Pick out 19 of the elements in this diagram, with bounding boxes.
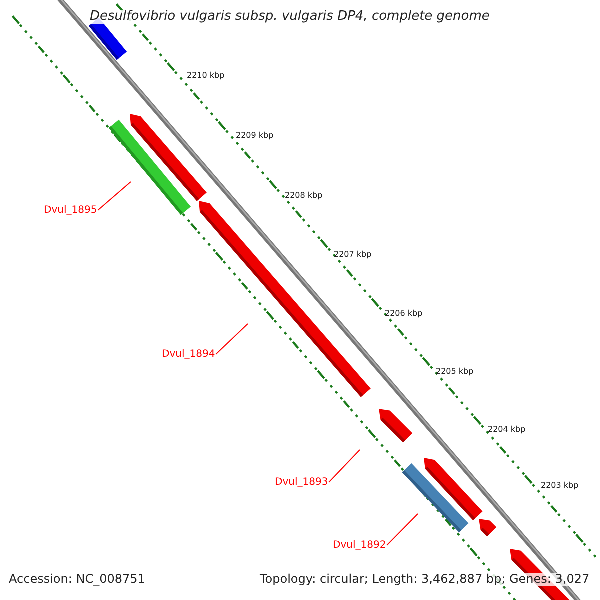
diagram-title: Desulfovibrio vulgaris subsp. vulgaris DP4, complete genome	[90, 10, 490, 24]
scale-label: 2210 kbp	[187, 72, 225, 81]
leader-line	[328, 450, 360, 483]
scale-label: 2205 kbp	[436, 368, 474, 377]
footer-note: Accession: NC_008751	[9, 573, 146, 586]
footer-note: Topology: circular; Length: 3,462,887 bp; Genes: 3,027	[260, 573, 590, 586]
leader-line	[216, 324, 248, 355]
scale-label: 2204 kbp	[488, 426, 526, 435]
gene-label: Dvul_1894	[162, 349, 216, 360]
scale-label: 2206 kbp	[385, 310, 423, 319]
scale-label: 2208 kbp	[285, 192, 323, 201]
scale-label: 2209 kbp	[236, 132, 274, 141]
gene-label: Dvul_1893	[275, 477, 328, 488]
gene-label: Dvul_1895	[44, 205, 98, 216]
gene-label: Dvul_1892	[333, 540, 386, 551]
leader-line	[386, 514, 418, 546]
scale-label: 2207 kbp	[334, 251, 372, 260]
scale-label: 2203 kbp	[541, 482, 579, 491]
leader-line	[98, 182, 132, 211]
